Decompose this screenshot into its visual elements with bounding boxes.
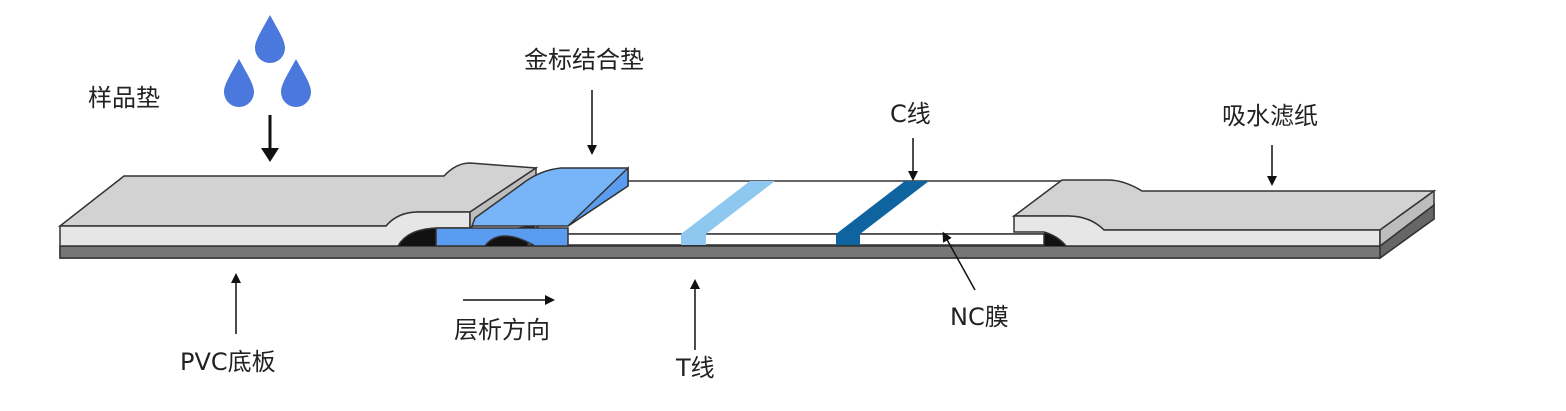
c-line-label: C线: [890, 100, 931, 128]
nc-membrane-arrow: [942, 231, 976, 291]
sample-pad-shadow: [398, 228, 440, 246]
nc-membrane-front: [527, 233, 1045, 246]
conjugate-pad-front-face: [567, 166, 629, 227]
absorbent-paper-label: 吸水滤纸: [1222, 102, 1318, 130]
c-line-front: [836, 234, 860, 245]
drop-icon-top: [255, 15, 285, 63]
pvc-board-label: PVC底板: [180, 348, 276, 376]
t-line-band: [681, 181, 775, 234]
pvc-board-front: [59, 245, 1381, 259]
c-line-band: [836, 181, 929, 234]
drop-icon-right: [281, 59, 311, 107]
sample-pad-label: 样品垫: [88, 84, 160, 112]
t-line-front: [681, 234, 706, 245]
flow-direction-label: 层析方向: [454, 316, 550, 344]
drop-icon-left: [224, 59, 254, 107]
conjugate-pad-front: [435, 227, 569, 247]
absorbent-pad-side: [1379, 189, 1435, 248]
absorbent-pad-shadow: [1044, 232, 1066, 246]
nc-membrane-label: NC膜: [950, 303, 1009, 331]
sample-arrow-head: [261, 148, 279, 162]
t-line-label: T线: [676, 354, 715, 382]
conjugate-pad-label: 金标结合垫: [524, 46, 644, 74]
